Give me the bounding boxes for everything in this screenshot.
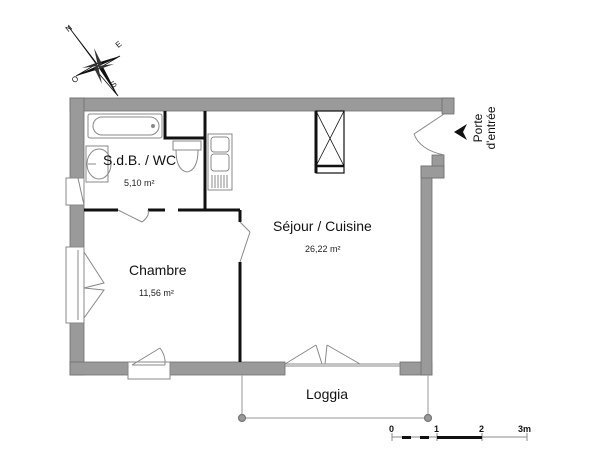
entrance-label: Porte d'entrée	[471, 98, 498, 158]
window-bedroom-bottom	[127, 347, 171, 380]
room-area-bathroom: 5,10 m²	[124, 178, 155, 188]
room-name-bedroom: Chambre	[129, 262, 187, 278]
window-bedroom	[65, 246, 105, 324]
door-bedroom	[239, 221, 251, 263]
loggia-french-door	[284, 344, 400, 367]
entrance-label-line2: d'entrée	[484, 106, 498, 150]
loggia-outline	[237, 375, 433, 423]
toilet-icon	[172, 140, 202, 173]
door-bathroom	[117, 209, 149, 223]
bathtub-icon	[87, 113, 163, 139]
exterior-walls	[69, 97, 455, 376]
room-name-bathroom: S.d.B. / WC	[103, 152, 177, 168]
scale-tick-2: 2	[479, 424, 485, 434]
room-area-sejour: 26,22 m²	[305, 244, 341, 254]
scale-tick-0: 0	[389, 424, 395, 434]
washbasin-icon	[85, 145, 112, 183]
scale-tick-3: 3m	[518, 424, 532, 434]
window-left-small	[65, 177, 85, 206]
room-area-bedroom: 11,56 m²	[139, 288, 174, 298]
entrance-door	[413, 113, 445, 156]
kitchen-sink-icon	[207, 133, 233, 191]
scale-tick-1: 1	[434, 424, 440, 434]
scale-bar	[391, 433, 528, 441]
interior-partitions	[84, 110, 345, 362]
room-name-loggia: Loggia	[306, 386, 349, 402]
entrance-arrow-icon	[454, 124, 467, 140]
room-name-sejour: Séjour / Cuisine	[273, 218, 372, 234]
compass-rose-icon	[67, 25, 121, 97]
